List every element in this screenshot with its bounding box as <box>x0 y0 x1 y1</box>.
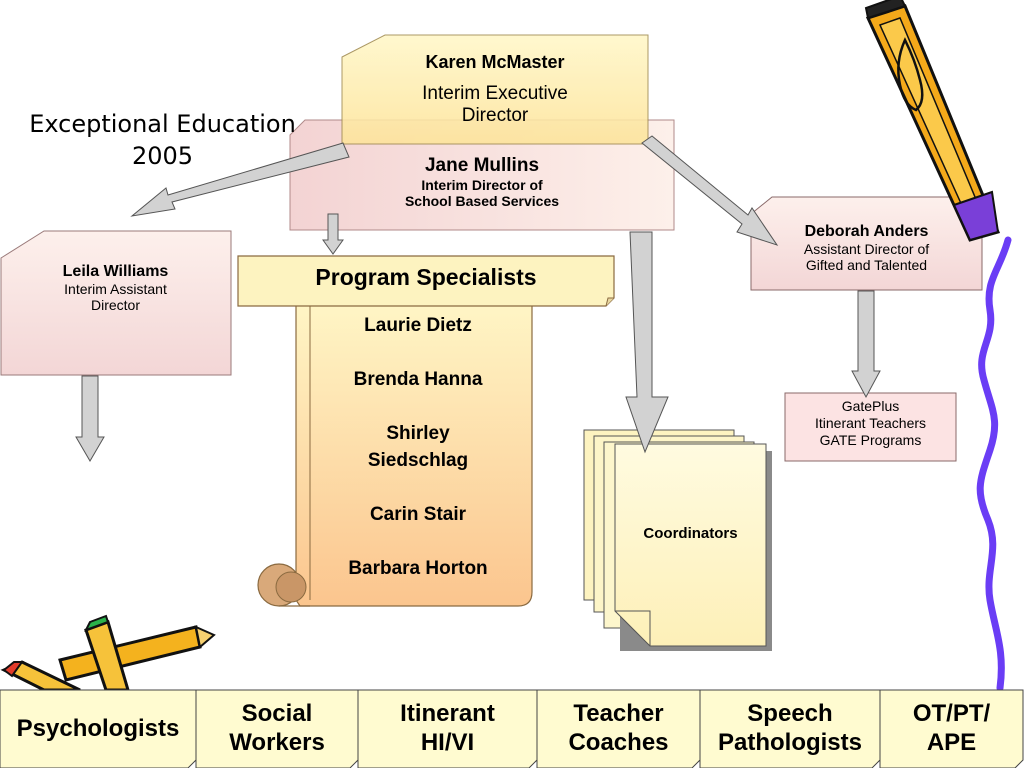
arrow-to-gifted <box>641 135 779 246</box>
role-line1: Teacher <box>573 700 664 728</box>
pencil-icon <box>864 0 1001 242</box>
gifted-card: Deborah Anders Assistant Director of Gif… <box>751 223 982 274</box>
specialist-item: Carin Stair <box>369 504 467 525</box>
specialist-item: Siedschlag <box>367 450 469 471</box>
role-line1: OT/PT/ <box>912 700 991 728</box>
arrow-to-coordinators <box>625 231 669 454</box>
executive-name: Karen McMaster <box>425 52 565 72</box>
school-based-box <box>289 119 675 231</box>
gateplus-line1: GatePlus <box>841 398 900 414</box>
specialist-item: Shirley <box>386 423 450 444</box>
role-line2: Coaches <box>568 729 669 756</box>
arrow-to-gateplus <box>851 290 881 399</box>
role-line1: Social <box>241 700 313 728</box>
slide-title: Exceptional Education 2005 <box>10 108 315 172</box>
executive-title-line2: Director <box>461 104 529 126</box>
bottom-role-boxes <box>0 689 1024 768</box>
program-specialists-scroll <box>257 299 533 607</box>
role-speech-pathologists: Speech Pathologists <box>700 690 880 768</box>
specialist-item: Barbara Horton <box>348 558 488 579</box>
specialist-item: Brenda Hanna <box>353 369 483 390</box>
executive-card: Karen McMaster Interim Executive Directo… <box>342 52 648 126</box>
school-based-card: Jane Mullins Interim Director of School … <box>290 155 674 209</box>
role-line1: Psychologists <box>16 714 180 742</box>
program-specialists-header: Program Specialists <box>315 264 537 290</box>
assistant-director-box <box>0 230 232 376</box>
school-based-title-line1: Interim Director of <box>421 176 543 193</box>
decorative-squiggle <box>976 236 1012 692</box>
arrow-from-assistant-director <box>75 375 105 462</box>
role-psychologists: Psychologists <box>0 690 196 768</box>
gateplus-box <box>784 392 957 462</box>
school-based-title-line2: School Based Services <box>404 192 560 209</box>
assistant-director-card: Leila Williams Interim Assistant Directo… <box>0 263 231 314</box>
specialist-item: Laurie Dietz <box>364 315 472 336</box>
slide-title-line1: Exceptional Education <box>29 110 296 138</box>
school-based-name: Jane Mullins <box>424 155 540 176</box>
role-social-workers: Social Workers <box>196 690 358 768</box>
executive-title-line1: Interim Executive <box>422 82 568 104</box>
role-line1: Speech <box>747 700 833 728</box>
role-line2: APE <box>926 729 977 756</box>
arrow-to-assistant-director <box>130 142 350 217</box>
role-line1: Itinerant <box>400 700 495 728</box>
role-line2: Pathologists <box>717 729 862 756</box>
program-specialists-list: Laurie Dietz Brenda Hanna Shirley Siedsc… <box>310 312 526 582</box>
gateplus-card: GatePlus Itinerant Teachers GATE Program… <box>785 398 956 448</box>
program-specialists-header-box <box>237 255 615 307</box>
gifted-title-line1: Assistant Director of <box>803 241 930 258</box>
gateplus-line2: Itinerant Teachers <box>814 414 927 431</box>
coordinators-stack <box>583 429 772 651</box>
gifted-box <box>750 196 983 291</box>
role-line2: Workers <box>229 729 325 756</box>
role-ot-pt-ape: OT/PT/ APE <box>880 690 1023 768</box>
role-line2: HI/VI <box>420 729 475 756</box>
slide-title-line2: 2005 <box>131 142 194 170</box>
assistant-director-title-line1: Interim Assistant <box>64 281 167 298</box>
role-teacher-coaches: Teacher Coaches <box>537 690 700 768</box>
assistant-director-title-line2: Director <box>90 297 140 314</box>
role-itinerant-hi-vi: Itinerant HI/VI <box>358 690 537 768</box>
arrow-to-program-specialists <box>322 213 344 255</box>
assistant-director-name: Leila Williams <box>62 263 169 280</box>
executive-box <box>341 34 649 145</box>
gifted-name: Deborah Anders <box>804 223 929 240</box>
gifted-title-line2: Gifted and Talented <box>805 257 928 274</box>
gateplus-line3: GATE Programs <box>819 431 922 448</box>
crayon-icon <box>0 614 216 692</box>
coordinators-label: Coordinators <box>643 525 738 542</box>
